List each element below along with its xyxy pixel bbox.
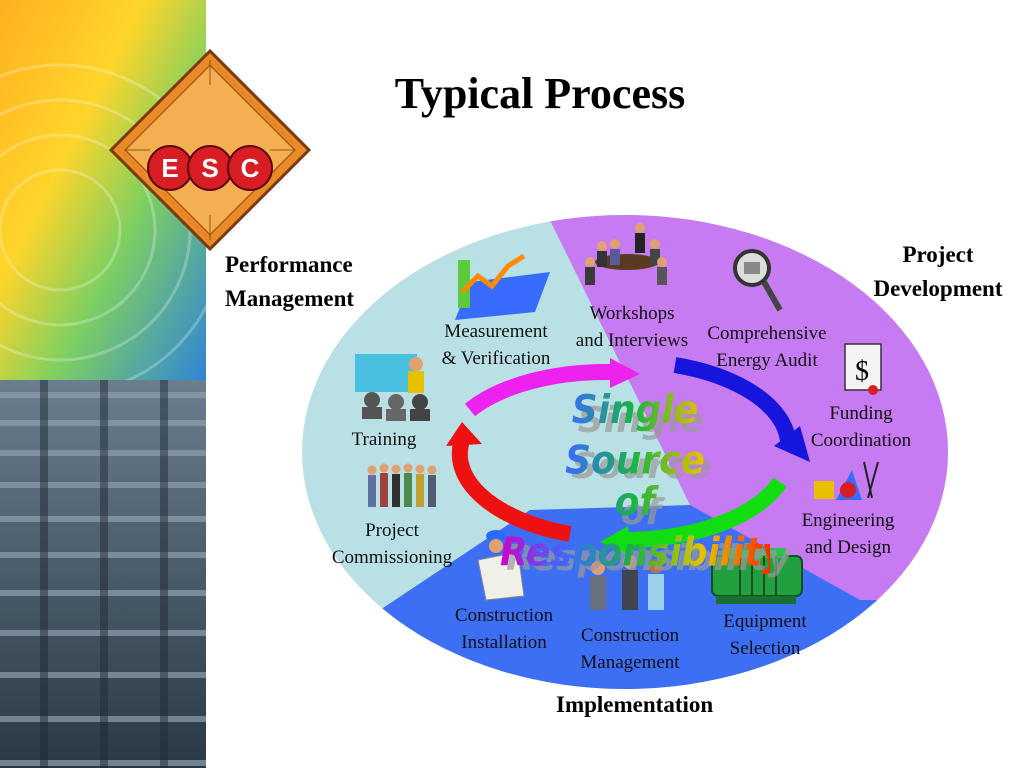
step-construction-installation-line-1: Construction	[454, 605, 554, 626]
svg-text:$: $	[855, 356, 869, 387]
magnifier-icon	[733, 249, 783, 312]
step-engineering: Engineering and Design	[786, 507, 910, 561]
step-training: Training	[351, 429, 417, 450]
step-workshops-line-1: Workshops	[589, 303, 675, 324]
step-workshops-line-2: and Interviews	[575, 330, 689, 351]
step-commissioning-line-1: Project	[365, 520, 419, 541]
step-equipment: Equipment Selection	[704, 608, 826, 662]
meeting-icon	[585, 223, 667, 285]
step-funding-line-1: Funding	[829, 403, 893, 424]
logo-letter-c: C	[241, 153, 260, 183]
step-funding: Funding Coordination	[796, 400, 926, 454]
section-performance-management: Performance Management	[225, 248, 354, 316]
step-equipment-line-1: Equipment	[723, 611, 807, 632]
center-shadow-line-1: Single Source	[506, 398, 776, 490]
step-funding-line-2: Coordination	[810, 430, 912, 451]
arrow-blue-head	[774, 426, 810, 462]
step-energy-audit-line-1: Comprehensive	[707, 323, 827, 344]
step-engineering-line-1: Engineering	[801, 510, 895, 531]
logo-letter-c-circle	[227, 145, 273, 191]
center-line-1: Single Source	[500, 385, 770, 486]
center-message: Single Source of Responsibility	[500, 388, 785, 576]
dollar-scroll-icon: $	[844, 343, 882, 395]
step-workshops: Workshops and Interviews	[562, 300, 702, 354]
slide-title: Typical Process	[394, 69, 686, 118]
step-energy-audit-line-2: Energy Audit	[716, 350, 818, 371]
step-equipment-line-2: Selection	[729, 638, 801, 659]
step-construction-installation-line-2: Installation	[461, 632, 547, 653]
step-energy-audit: Comprehensive Energy Audit	[692, 320, 842, 374]
arrow-magenta	[464, 363, 613, 417]
step-engineering-line-2: and Design	[804, 537, 891, 558]
section-implementation: Implementation	[556, 692, 714, 717]
turbine-icon	[711, 548, 803, 604]
arrow-red-head	[446, 422, 482, 446]
handshake-icon	[590, 555, 664, 610]
step-measurement: Measurement & Verification	[428, 318, 564, 372]
trainer-icon	[355, 354, 430, 421]
logo-letter-s: S	[201, 153, 218, 183]
logo-letter-e: E	[161, 153, 178, 183]
cycle-arrows	[446, 357, 810, 556]
step-construction-installation: Construction Installation	[440, 602, 568, 656]
arrow-green-head	[600, 526, 630, 556]
esc-logo: E S C	[105, 40, 315, 260]
logo-ring-lines	[125, 60, 295, 240]
team-group-icon	[367, 463, 437, 507]
step-construction-management: Construction Management	[566, 622, 694, 676]
step-construction-management-line-1: Construction	[580, 625, 680, 646]
chart-icon	[455, 253, 550, 320]
geometry-icon	[814, 461, 879, 500]
center-shadow-line-2: of Responsibility	[506, 490, 791, 582]
center-line-2: of Responsibility	[500, 477, 785, 578]
arrow-blue	[673, 357, 796, 442]
section-project-development-line-2: Development	[873, 276, 1003, 301]
construction-worker-icon	[477, 530, 525, 601]
step-measurement-line-1: Measurement	[444, 321, 548, 342]
arrow-red	[451, 437, 572, 542]
step-construction-management-line-2: Management	[580, 652, 680, 673]
arrow-green	[624, 477, 787, 548]
center-message-shadow: Single Source of Responsibility	[506, 398, 791, 582]
section-project-development: Project Development	[856, 238, 1020, 306]
section-performance-management-line-2: Management	[225, 286, 355, 311]
step-measurement-line-2: & Verification	[441, 348, 551, 369]
section-performance-management-line-1: Performance	[225, 252, 353, 277]
step-commissioning: Project Commissioning	[316, 517, 468, 571]
section-project-development-line-1: Project	[902, 242, 974, 267]
arrow-magenta-head	[610, 358, 640, 388]
step-commissioning-line-2: Commissioning	[331, 547, 453, 568]
